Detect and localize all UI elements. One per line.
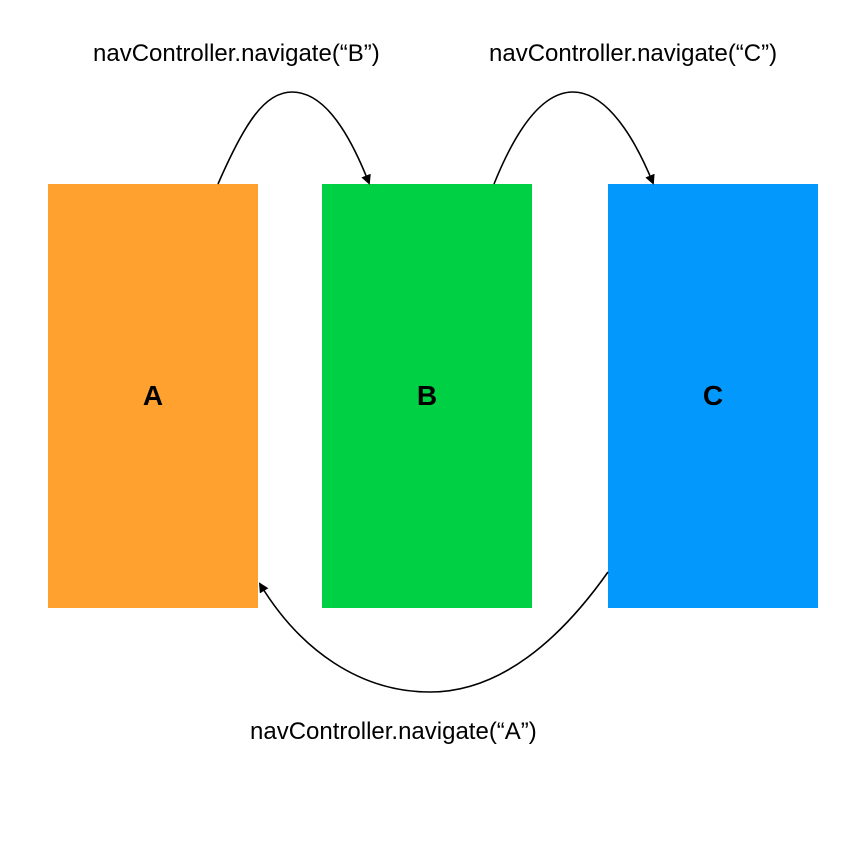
screen-b-label: B (416, 380, 438, 411)
screen-a-box: A (48, 184, 258, 608)
screen-b-box: B (322, 184, 532, 608)
arrow-b-to-c (493, 91, 655, 185)
transition-label-b-to-c: navController.navigate(“C”) (489, 40, 778, 67)
transition-label-a-to-b: navController.navigate(“B”) (93, 40, 380, 67)
screen-c-box: C (608, 184, 818, 608)
screen-c-label: C (702, 380, 724, 411)
screen-a-label: A (142, 380, 164, 411)
transition-label-c-to-a: navController.navigate(“A”) (250, 718, 537, 745)
arrow-a-to-b (217, 91, 371, 185)
